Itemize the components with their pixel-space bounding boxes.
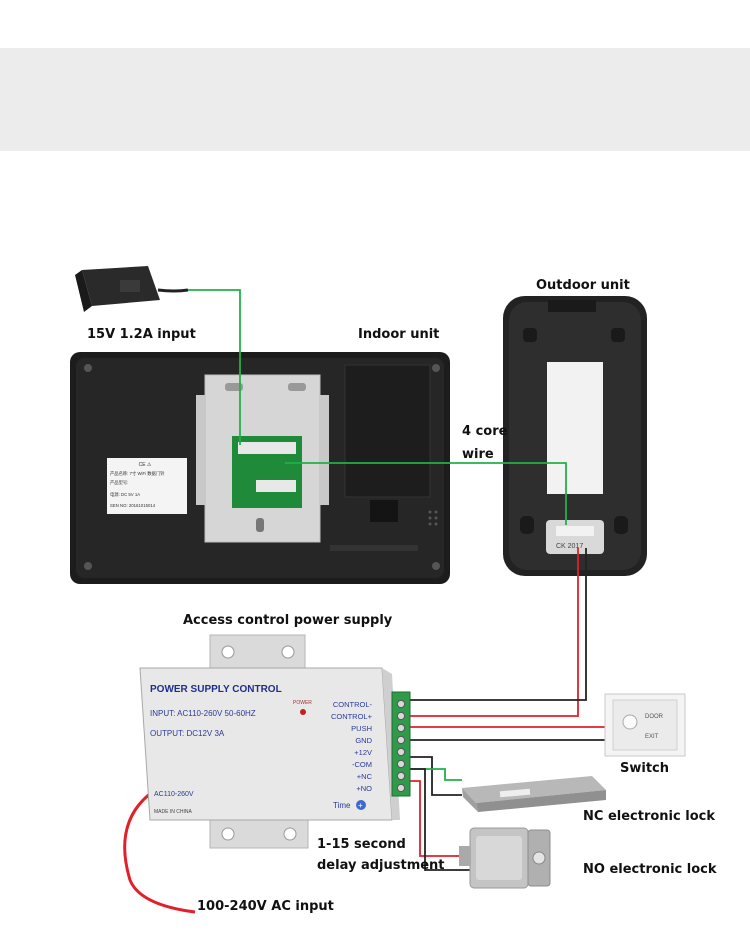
power-led: [300, 709, 306, 715]
terminal-screw[interactable]: [396, 771, 406, 781]
exit-switch-bottom-text: EXIT: [645, 734, 659, 740]
sticker-line4: SEN NO: 2016101501​4: [110, 503, 156, 508]
ps-made-in: MADE IN CHINA: [154, 809, 192, 815]
time-adjust-knob[interactable]: [356, 800, 366, 810]
switch-label: Switch: [620, 761, 670, 776]
power-adapter: [75, 266, 189, 312]
terminal-screws: [396, 699, 406, 793]
terminal-label: CONTROL+: [331, 712, 373, 721]
ps-power-led-label: POWER: [293, 700, 312, 706]
no-lock-label: NO electronic lock: [583, 862, 717, 877]
terminal-label: +NO: [356, 784, 372, 793]
nc-magnetic-lock: [462, 776, 606, 812]
terminal-label: +NC: [357, 772, 373, 781]
terminal-screw[interactable]: [396, 723, 406, 733]
terminal-label: +12V: [354, 748, 372, 757]
ps-input: INPUT: AC110-260V 50-60HZ: [150, 709, 256, 718]
indoor-unit: CE ⚠ 产品名称: 7寸 WiFi 数据门铃 产品型号: 电源: DC 5V …: [70, 352, 450, 584]
svg-text:+: +: [358, 801, 363, 810]
outdoor-unit: CK 2017: [503, 296, 647, 576]
indoor-unit-label: Indoor unit: [358, 327, 440, 342]
terminal-screw[interactable]: [396, 735, 406, 745]
terminal-label: -COM: [352, 760, 372, 769]
header-band: [0, 48, 750, 151]
sticker-line1: 产品名称: 7寸 WiFi 数据门铃: [110, 470, 165, 477]
terminal-screw[interactable]: [396, 747, 406, 757]
terminal-label: GND: [355, 736, 372, 745]
power-supply-box: POWER SUPPLY CONTROL INPUT: AC110-260V 5…: [139, 634, 411, 849]
terminal-screw[interactable]: [396, 783, 406, 793]
exit-switch-top-text: DOOR: [645, 714, 664, 720]
wire-label-line1: 4 core: [462, 424, 508, 439]
ps-title: POWER SUPPLY CONTROL: [150, 684, 282, 695]
ps-output: OUTPUT: DC12V 3A: [150, 729, 225, 738]
adapter-input-label: 15V 1.2A input: [87, 327, 196, 342]
terminal-labels: CONTROL- CONTROL+ PUSH GND +12V -COM +NC +NO: [331, 700, 373, 793]
terminal-screw[interactable]: [396, 699, 406, 709]
delay-label-line1: 1-15 second: [317, 837, 406, 852]
wire-label-line2: wire: [462, 447, 494, 462]
delay-label-line2: delay adjustment: [317, 858, 445, 873]
sticker-line3: 电源: DC 5V 1A: [110, 491, 140, 498]
ac-input-label: 100-240V AC input: [197, 899, 334, 914]
terminal-screw[interactable]: [396, 711, 406, 721]
nc-lock-label: NC electronic lock: [583, 809, 715, 824]
outdoor-plate-text: CK 2017: [556, 543, 583, 550]
ps-ac-label: AC110-260V: [154, 791, 194, 798]
terminal-screw[interactable]: [396, 759, 406, 769]
access-power-label: Access control power supply: [183, 613, 393, 628]
sticker-cert: CE ⚠: [139, 462, 152, 468]
ps-time-label: Time: [333, 801, 351, 810]
terminal-label: CONTROL-: [333, 700, 373, 709]
exit-switch: DOOR EXIT: [604, 693, 686, 757]
sticker-line2: 产品型号:: [110, 479, 128, 486]
outdoor-unit-label: Outdoor unit: [536, 278, 630, 293]
no-electric-lock: [459, 827, 551, 889]
terminal-label: PUSH: [351, 724, 372, 733]
wires: [123, 289, 605, 914]
